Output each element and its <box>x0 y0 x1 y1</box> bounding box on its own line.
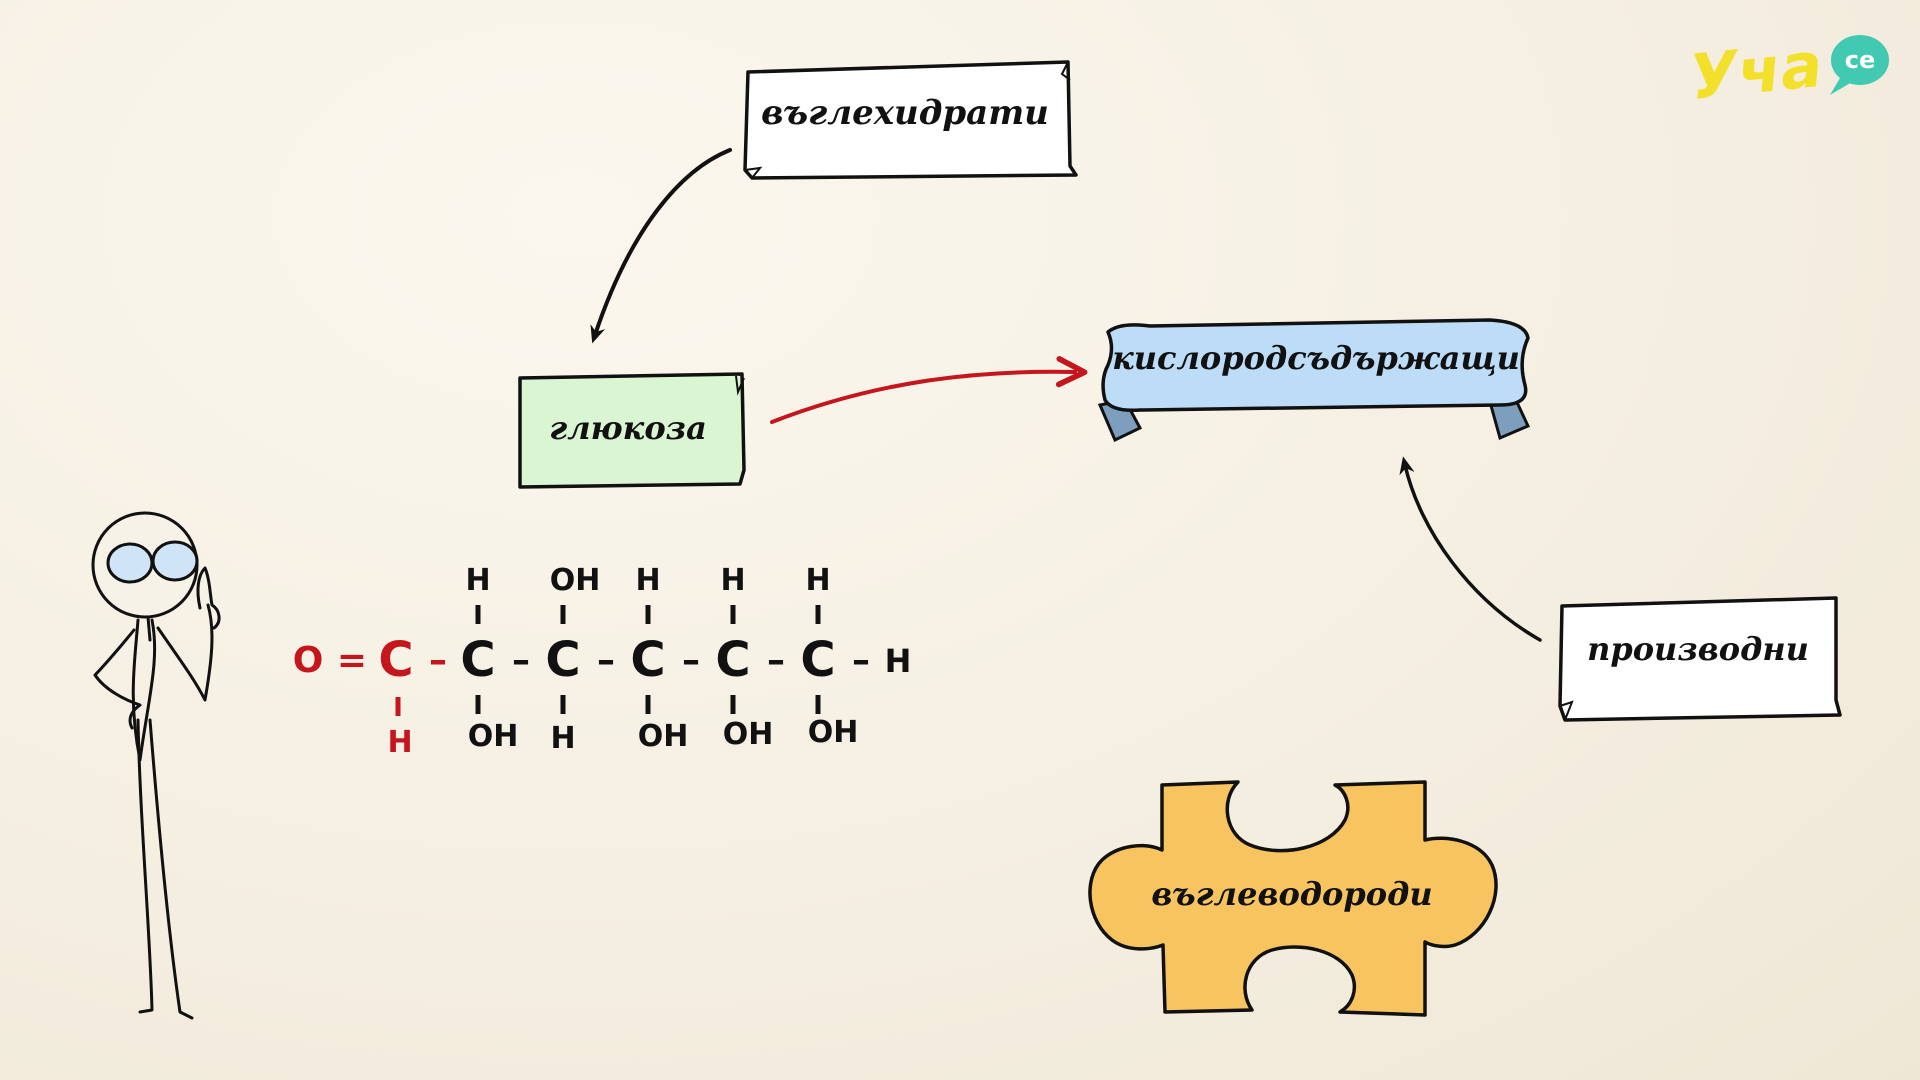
formula-bottom-group-3: H <box>550 721 575 756</box>
arrow-from-derivatives <box>1399 456 1542 642</box>
figure-neck <box>146 615 152 642</box>
figure-left-leg <box>136 718 154 1014</box>
formula-bond-red: – <box>429 640 447 681</box>
formula-bottom-group-2: OH <box>468 719 519 754</box>
logo: Уча се <box>1687 28 1889 114</box>
formula-bond-4: – <box>682 640 700 681</box>
carbohydrates-label: въглехидрати <box>761 93 1049 133</box>
formula-carbon-1: C <box>378 632 413 688</box>
arrow-to-glucose <box>590 148 732 344</box>
figure-hand <box>196 566 221 630</box>
glasses-icon <box>106 540 199 584</box>
formula-h-bottom-red: H <box>387 725 412 760</box>
derivatives-label: производни <box>1587 630 1809 668</box>
oxygen-containing-ribbon: кислородсъдържащи <box>1097 318 1531 443</box>
hydrocarbons-puzzle-piece: въглеводороди <box>1088 780 1498 1017</box>
arrow-to-oxygen-containing <box>770 356 1088 424</box>
carbohydrates-box: въглехидрати <box>743 60 1078 180</box>
glucose-label: глюкоза <box>549 409 707 447</box>
figure-right-leg <box>148 718 194 1020</box>
logo-text: Уча <box>1687 28 1826 114</box>
formula-end-h: H <box>885 642 912 680</box>
formula-oxygen: O <box>293 640 324 681</box>
logo-bubble-tail <box>1830 78 1852 95</box>
derivatives-box: производни <box>1558 596 1842 722</box>
logo-suffix: се <box>1845 46 1876 74</box>
formula-bond-2: – <box>512 640 530 681</box>
formula-top-group-4: H <box>635 563 660 598</box>
formula-carbon-5: C <box>715 632 750 688</box>
formula-bottom-group-5: OH <box>723 717 774 752</box>
stick-figure <box>91 511 221 1020</box>
formula-bond-6: – <box>852 640 870 681</box>
formula-bond-3: – <box>597 640 615 681</box>
formula-double-bond: = <box>337 640 367 681</box>
formula-top-group-3: OH <box>550 563 601 598</box>
oxygen-containing-label: кислородсъдържащи <box>1112 339 1520 377</box>
formula-bond-5: – <box>767 640 785 681</box>
glucose-box: глюкоза <box>518 372 746 489</box>
formula-bottom-group-4: OH <box>638 719 689 754</box>
hydrocarbons-label: въглеводороди <box>1151 875 1432 913</box>
figure-right-arm <box>156 603 214 702</box>
formula-top-group-5: H <box>720 563 745 598</box>
logo-speech-bubble <box>1831 35 1889 85</box>
formula-carbon-4: C <box>630 632 665 688</box>
formula-carbon-6: C <box>800 632 835 688</box>
formula-carbon-2: C <box>460 632 495 688</box>
formula-top-group-2: H <box>465 563 490 598</box>
formula-bottom-group-6: OH <box>808 715 859 750</box>
figure-left-arm <box>93 628 142 730</box>
formula-top-group-6: H <box>805 563 830 598</box>
formula-carbon-3: C <box>545 632 580 688</box>
